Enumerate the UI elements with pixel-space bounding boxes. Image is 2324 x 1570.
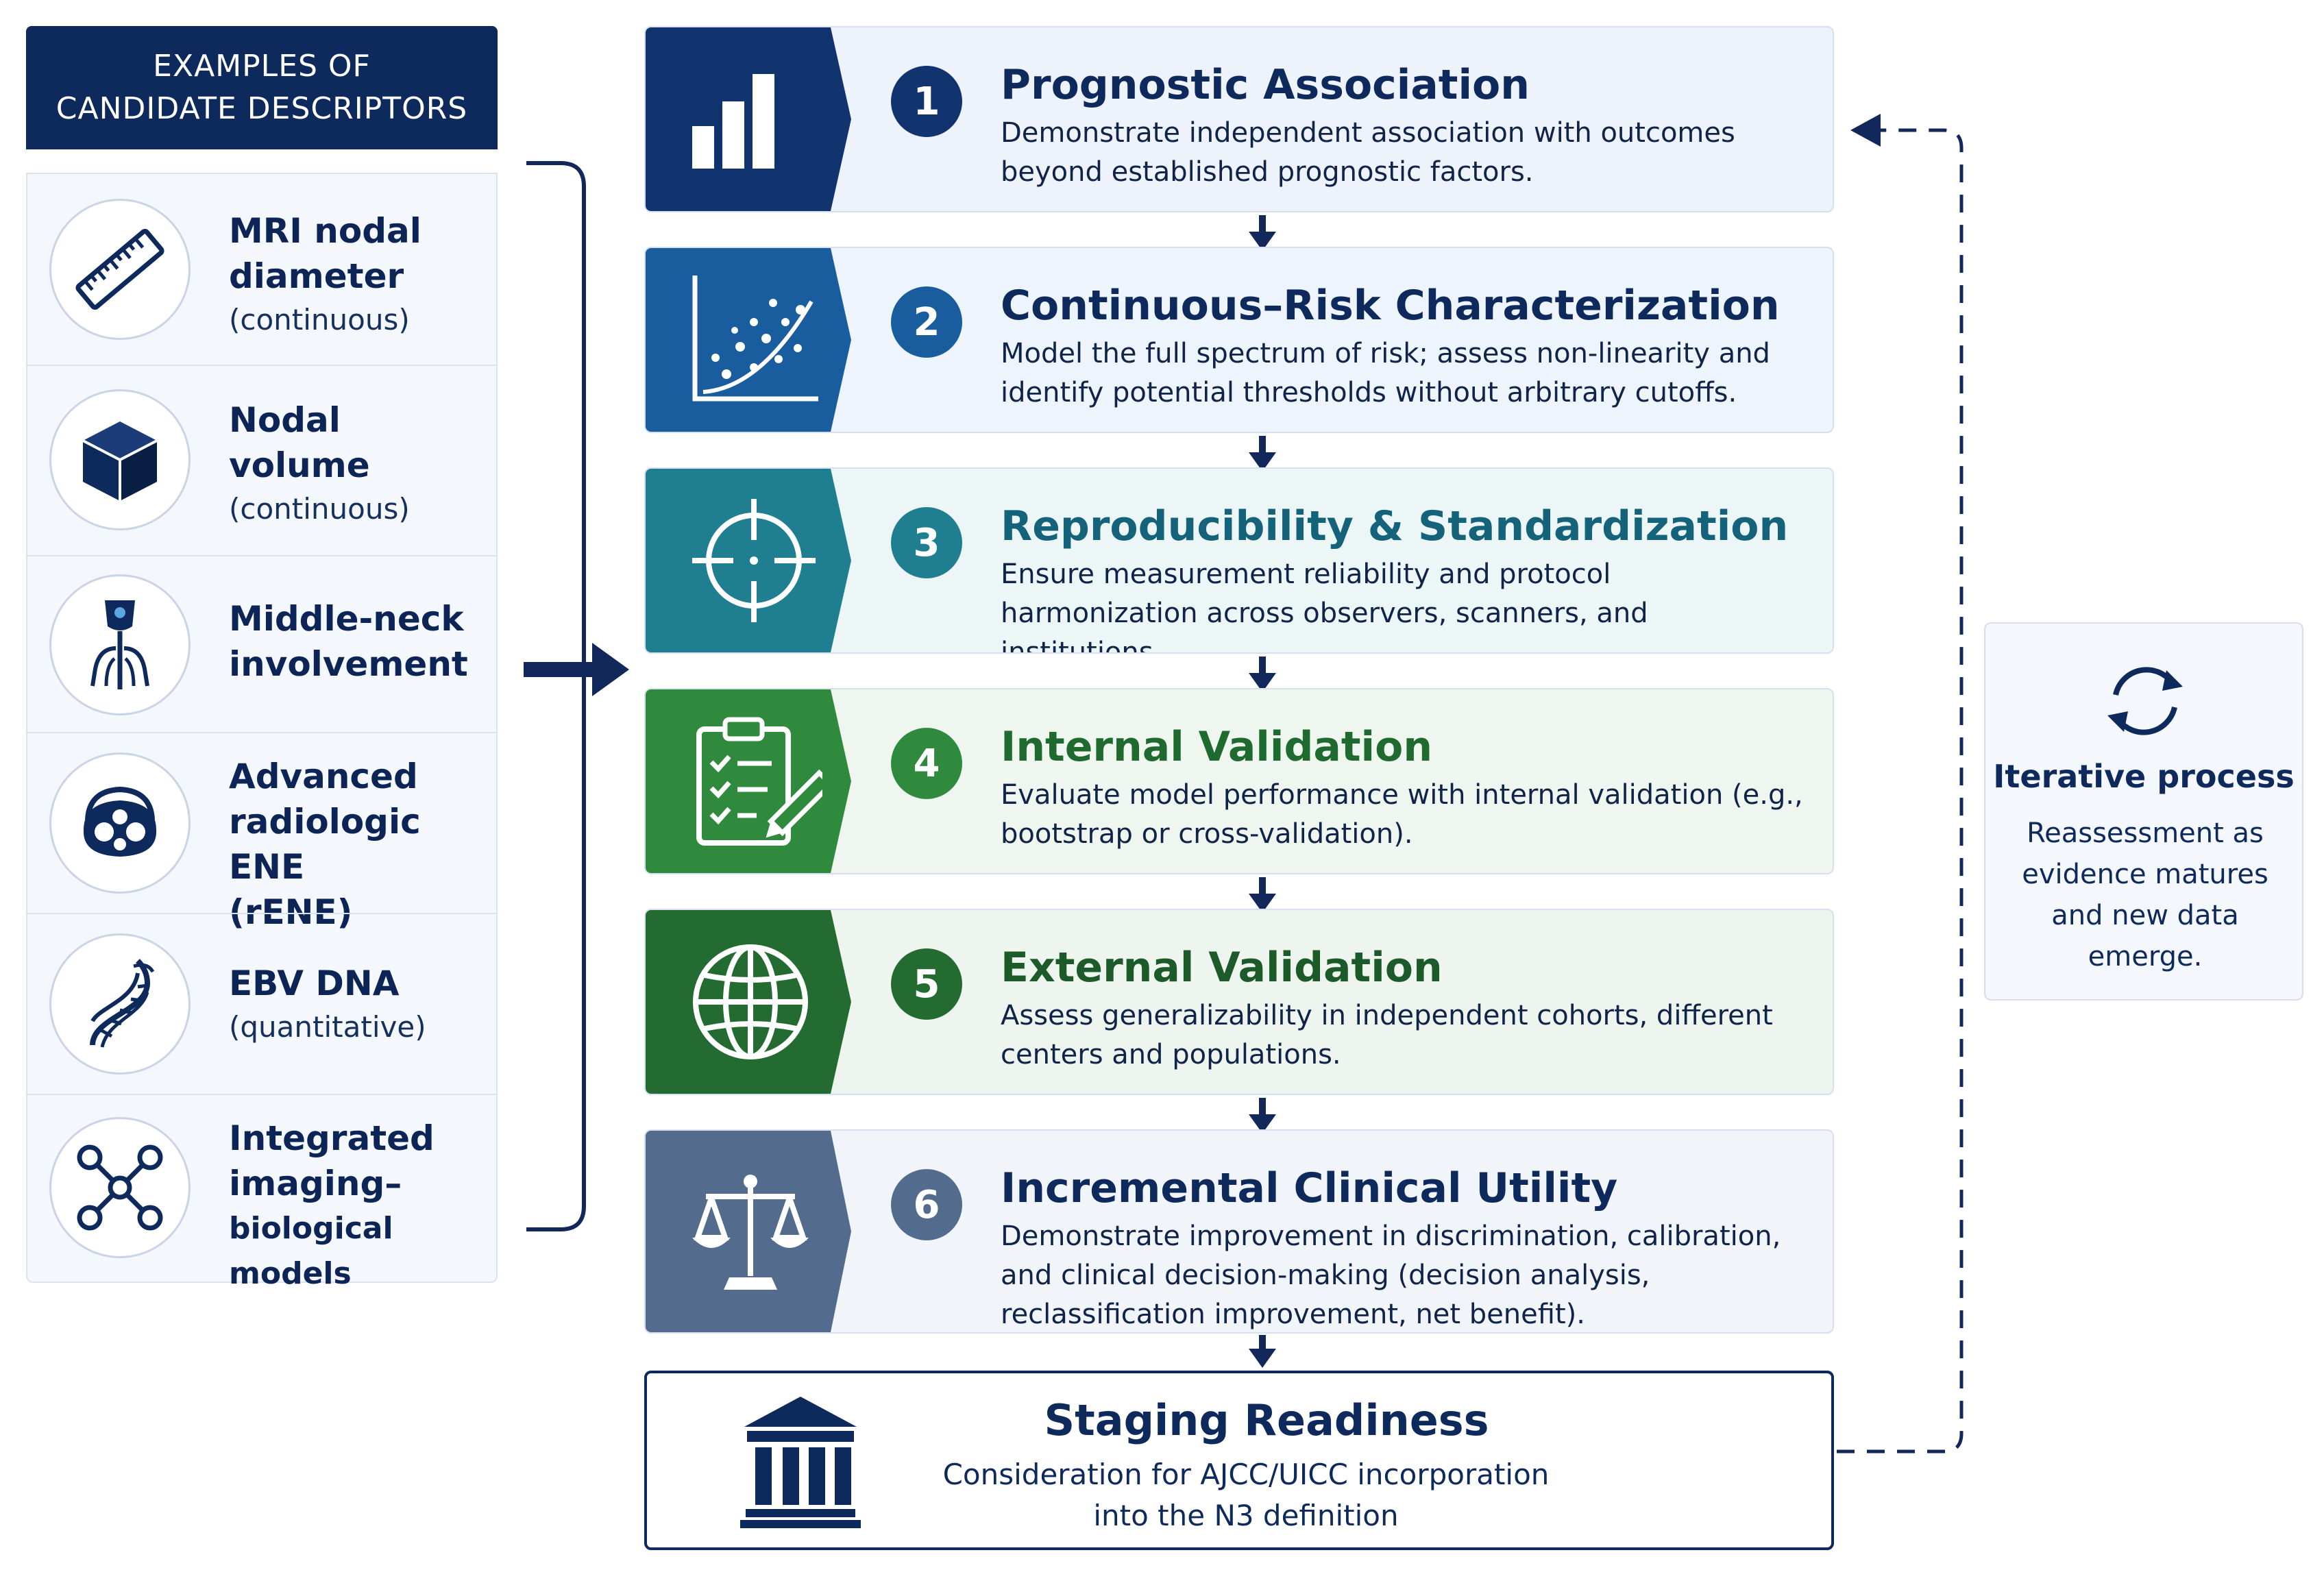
flow-arrow-4-5: [1249, 877, 1276, 913]
flow-arrow-2-3: [1249, 436, 1276, 471]
step-description: Demonstrate improvement in discriminatio…: [1001, 1221, 1781, 1330]
step-number-badge: 5: [891, 948, 962, 1020]
step-3-card: 3 Reproducibility & Standardization Ensu…: [644, 467, 1834, 654]
flow-arrow-6-final: [1249, 1335, 1276, 1368]
descriptor-title-line: involvement: [229, 644, 468, 684]
staging-desc-line2: into the N3 definition: [1093, 1499, 1399, 1532]
step-description: Model the full spectrum of risk; assess …: [1001, 338, 1770, 408]
descriptor-title-line: Advanced: [229, 757, 418, 796]
descriptor-title-line: volume: [229, 445, 370, 485]
divider: [27, 555, 496, 556]
step-4-band: [646, 689, 851, 873]
globe-icon: [693, 944, 808, 1059]
crosshair-icon: [692, 499, 816, 622]
descriptor-nodal-volume: Nodal volume (continuous): [27, 366, 496, 555]
bar-chart-icon: [692, 74, 774, 169]
descriptor-ebv-dna: EBV DNA (quantitative): [27, 914, 496, 1094]
staging-readiness-title: Staging Readiness: [1044, 1395, 1489, 1445]
scatter-plot-icon: [692, 275, 818, 402]
descriptors-header-line2: CANDIDATE DESCRIPTORS: [56, 91, 468, 126]
divider: [27, 913, 496, 914]
step-1-band: [646, 27, 851, 211]
descriptor-title-line: EBV DNA: [229, 964, 400, 1003]
step-number-badge: 1: [891, 66, 962, 137]
iterative-process-description: Reassessment as evidence matures and new…: [2022, 818, 2268, 972]
step-5-card: 5 External Validation Assess generalizab…: [644, 909, 1834, 1095]
step-2-card: 2 Continuous–Risk Characterization Model…: [644, 247, 1834, 433]
descriptor-title-line: Middle-neck: [229, 599, 464, 639]
descriptor-title-line: Integrated: [229, 1118, 435, 1158]
flow-arrow-5-6: [1249, 1098, 1276, 1133]
lymph-node-icon: [49, 752, 191, 894]
descriptor-bracket: [526, 161, 586, 1231]
step-1-card: 1 Prognostic Association Demonstrate ind…: [644, 26, 1834, 212]
step-number-badge: 6: [891, 1169, 962, 1240]
step-number-badge: 2: [891, 286, 962, 358]
refresh-cycle-icon: [2107, 667, 2183, 735]
descriptor-title-line: radiologic ENE: [229, 802, 421, 887]
descriptor-middle-neck: Middle-neck involvement: [27, 556, 496, 732]
descriptor-title-line: diameter: [229, 256, 404, 296]
flow-arrows: [1249, 215, 1276, 1368]
neck-anatomy-icon: [49, 574, 191, 715]
descriptor-mri-diameter: MRI nodal diameter (continuous): [27, 174, 496, 365]
scales-icon: [692, 1175, 809, 1290]
descriptor-rene: Advanced radiologic ENE (rENE): [27, 733, 496, 932]
cube-icon: [49, 389, 191, 530]
iterative-process-box: Iterative process Reassessment as eviden…: [1984, 622, 2303, 1001]
step-6-band: [646, 1131, 851, 1332]
descriptors-header: EXAMPLES OF CANDIDATE DESCRIPTORS: [26, 26, 498, 149]
step-title: Prognostic Association: [1001, 61, 1530, 109]
step-description: Ensure measurement reliability and proto…: [1001, 559, 1648, 654]
step-4-card: 4 Internal Validation Evaluate model per…: [644, 688, 1834, 874]
ruler-icon: [49, 199, 191, 340]
step-title: Continuous–Risk Characterization: [1001, 282, 1780, 330]
divider: [27, 1094, 496, 1095]
descriptor-title-line: (rENE): [229, 892, 353, 932]
step-title: External Validation: [1001, 944, 1443, 992]
bracket-arrow-head: [592, 643, 629, 696]
dna-icon: [49, 933, 191, 1075]
feedback-loop-dashed-line: [1837, 128, 1964, 1454]
divider: [27, 365, 496, 366]
step-description: Demonstrate independent association with…: [1001, 117, 1735, 188]
step-title: Incremental Clinical Utility: [1001, 1164, 1618, 1212]
descriptor-title-line: imaging–: [229, 1164, 402, 1203]
network-icon: [49, 1117, 191, 1258]
staging-readiness-box: Staging Readiness Consideration for AJCC…: [644, 1371, 1834, 1550]
bracket-arrow-shaft: [524, 662, 599, 677]
flow-arrow-3-4: [1249, 657, 1276, 692]
descriptor-integrated-models: Integrated imaging– biological models: [27, 1095, 496, 1291]
iterative-process-title: Iterative process: [1993, 758, 2295, 795]
descriptors-list: MRI nodal diameter (continuous) Nodal vo…: [26, 173, 498, 1291]
feedback-loop-arrowhead: [1850, 114, 1881, 147]
step-title: Reproducibility & Standardization: [1001, 502, 1789, 550]
staging-readiness-description: Consideration for AJCC/UICC incorporatio…: [647, 1454, 1831, 1536]
descriptor-title-line: biological models: [229, 1211, 393, 1291]
step-description: Evaluate model performance with internal…: [1001, 779, 1803, 850]
step-5-band: [646, 910, 851, 1094]
descriptor-subtitle: (quantitative): [229, 1010, 426, 1044]
institution-icon: [740, 1397, 861, 1528]
descriptors-header-line1: EXAMPLES OF: [153, 49, 371, 84]
divider: [27, 732, 496, 733]
step-2-band: [646, 248, 851, 432]
clipboard-checklist-icon: [696, 717, 822, 846]
step-number-badge: 4: [891, 728, 962, 799]
step-title: Internal Validation: [1001, 723, 1433, 771]
descriptor-title-line: MRI nodal: [229, 211, 421, 251]
step-number-badge: 3: [891, 507, 962, 578]
descriptor-subtitle: (continuous): [229, 303, 410, 336]
step-6-card: 6 Incremental Clinical Utility Demonstra…: [644, 1129, 1834, 1334]
step-3-band: [646, 469, 851, 652]
step-description: Assess generalizability in independent c…: [1001, 1000, 1773, 1070]
staging-desc-line1: Consideration for AJCC/UICC incorporatio…: [942, 1458, 1550, 1491]
descriptor-subtitle: (continuous): [229, 492, 410, 526]
flow-arrow-1-2: [1249, 215, 1276, 251]
descriptor-title-line: Nodal: [229, 400, 341, 440]
